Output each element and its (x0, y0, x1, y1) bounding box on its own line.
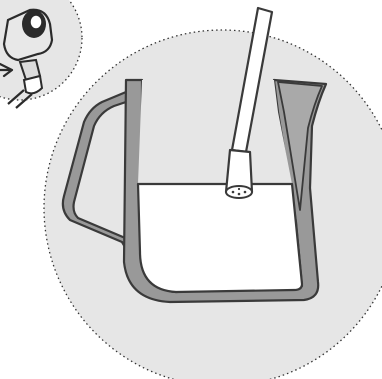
valve-pipe (7, 89, 33, 109)
milk-pitcher-with-steam-wand-icon (61, 6, 328, 304)
steam-knob-icon (0, 0, 83, 109)
knob-cap-inner (29, 14, 43, 30)
valve-nozzle (22, 74, 44, 95)
steam-wand-tip-end (225, 185, 253, 199)
pitcher-spout (277, 81, 323, 211)
pitcher-liquid (136, 182, 304, 294)
direction-arrow (0, 62, 14, 78)
steam-hole-3 (243, 190, 247, 194)
steam-hole-1 (231, 190, 235, 194)
steam-hole-2 (237, 192, 241, 196)
steam-hole-4 (237, 187, 241, 191)
pitcher-interior-air (138, 80, 292, 184)
